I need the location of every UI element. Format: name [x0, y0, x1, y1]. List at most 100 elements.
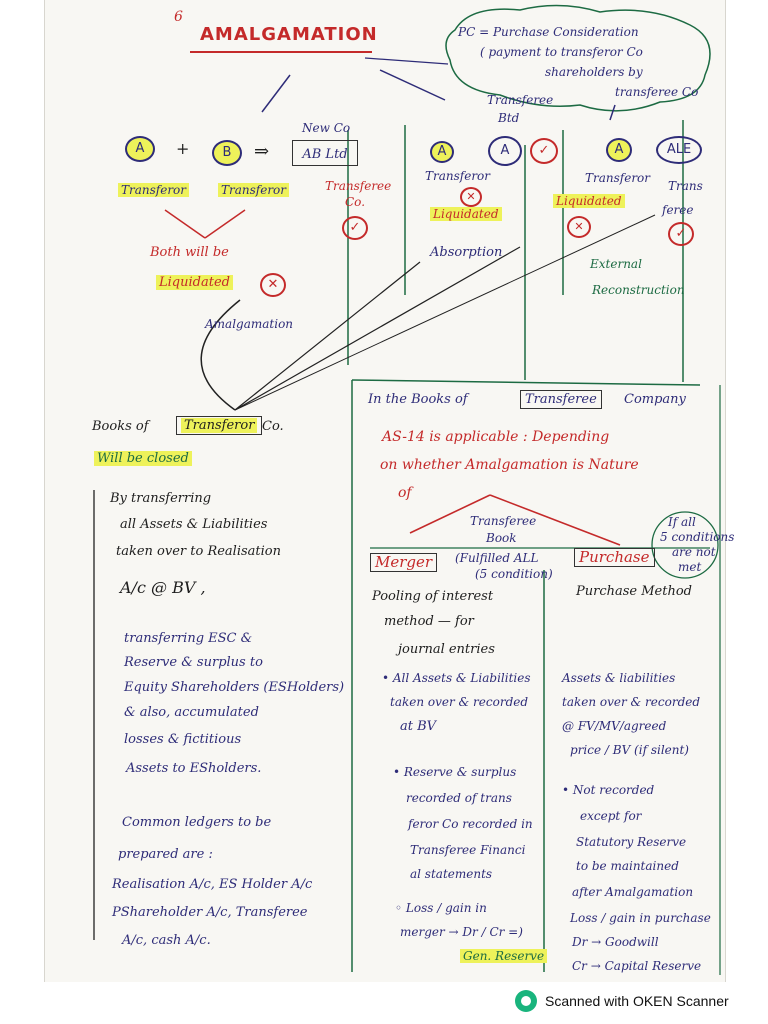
left-p2-line4: & also, accumulated [124, 705, 259, 720]
merger-point1-3: at BV [400, 719, 437, 734]
company-label: Company [624, 392, 686, 407]
fulfilled-1: (Fulfilled ALL [455, 551, 539, 565]
external-a-circle: A [606, 138, 632, 162]
notebook-page [44, 0, 726, 982]
merger-point3-1: ◦ Loss / gain in [395, 901, 487, 915]
left-p1-line2: all Assets & Liabilities [120, 517, 268, 532]
left-p2-line2: Reserve & surplus to [124, 655, 263, 670]
external-tick-icon: ✓ [668, 222, 694, 246]
absorption-cross-icon: ✕ [460, 187, 482, 207]
cloud-line-1: PC = Purchase Consideration [458, 25, 639, 39]
cloud-line-3: shareholders by [545, 65, 643, 79]
merger-point1-1: • All Assets & Liabilities [382, 671, 531, 685]
scanner-footer-text: Scanned with OKEN Scanner [545, 993, 729, 1009]
company-b-circle: B [212, 140, 242, 166]
external-transferee-1: Trans [668, 179, 703, 193]
amalgamation-label: Amalgamation [205, 317, 294, 331]
will-be-closed: Will be closed [94, 451, 192, 466]
ab-ltd-box: AB Ltd [292, 140, 358, 166]
left-p1-line3: taken over to Realisation [116, 544, 281, 559]
new-co-label: New Co [302, 121, 351, 135]
scanner-footer: Scanned with OKEN Scanner [515, 990, 729, 1012]
external-liquidated: Liquidated [553, 194, 625, 208]
absorption-transferor: Transferor [425, 169, 491, 183]
books-of-label: Books of [92, 419, 149, 434]
purchase-point3-1: Loss / gain in purchase [570, 911, 711, 925]
merger-point3-2: merger → Dr / Cr =) [400, 925, 523, 939]
merger-point2-3: feror Co recorded in [408, 817, 533, 831]
if-all-1: If all [668, 515, 696, 529]
left-p2-line3: Equity Shareholders (ESHolders) [124, 680, 345, 695]
scanner-logo-icon [515, 990, 537, 1012]
as14-line3: of [398, 485, 412, 501]
purchase-point3-2: Dr → Goodwill [572, 935, 659, 949]
merger-point2-2: recorded of trans [406, 791, 512, 805]
left-p3-line3: Realisation A/c, ES Holder A/c [112, 877, 313, 892]
purchase-point1-4: price / BV (if silent) [570, 743, 689, 757]
if-all-4: met [678, 560, 702, 574]
merger-box: Merger [370, 553, 438, 572]
purchase-point1-2: taken over & recorded [562, 695, 701, 709]
absorption-tick-icon: ✓ [530, 138, 558, 164]
transferee-books-label: In the Books of [368, 392, 468, 407]
cloud-line-4: transferee Co [615, 85, 699, 99]
transferee-btd-2: Btd [498, 111, 520, 125]
left-p3-line2: prepared are : [118, 847, 213, 862]
left-p2-line1: transferring ESC & [124, 631, 253, 646]
purchase-point1-3: @ FV/MV/agreed [562, 719, 667, 733]
transferee-btd-1: Transferee [487, 93, 554, 107]
purchase-method: Purchase Method [576, 584, 692, 599]
transferee-co-2: Co. [345, 195, 366, 209]
fulfilled-2: (5 condition) [475, 567, 553, 581]
external-label-2: Reconstruction [592, 283, 685, 297]
both-liquidated-1: Both will be [150, 245, 229, 260]
merger-point1-2: taken over & recorded [390, 695, 529, 709]
transferor-label-2: Transferor [218, 183, 290, 197]
transferee-book-2: Book [486, 531, 517, 545]
tick-mark-icon: ✓ [342, 216, 368, 240]
merger-point2-4: Transferee Financi [410, 843, 526, 857]
if-all-2: 5 conditions [660, 530, 735, 544]
absorption-a2-circle: A [488, 136, 522, 166]
left-p2-line5: losses & fictitious [124, 732, 242, 747]
plus-sign: + [176, 139, 190, 158]
merger-point2-1: • Reserve & surplus [393, 765, 517, 779]
transferor-label-1: Transferor [118, 183, 190, 197]
if-all-3: are not [672, 545, 716, 559]
transferee-co-1: Transferee [325, 179, 392, 193]
external-cross-icon: ✕ [567, 216, 591, 238]
company-a-circle: A [125, 136, 155, 162]
gen-reserve: Gen. Reserve [460, 949, 548, 963]
transferor-box: Transferor [176, 416, 263, 435]
cloud-line-2: ( payment to transferor Co [480, 45, 643, 59]
page-title: AMALGAMATION [200, 24, 378, 45]
as14-line1: AS-14 is applicable : Depending [382, 429, 610, 445]
external-transferor: Transferor [585, 171, 651, 185]
purchase-point2-2: except for [580, 809, 642, 823]
implies-arrow: ⇒ [254, 141, 270, 162]
cross-mark-icon: ✕ [260, 273, 286, 297]
left-p3-line5: A/c, cash A/c. [122, 933, 211, 948]
pooling-3: journal entries [398, 642, 495, 657]
external-transferee-2: feree [662, 203, 694, 217]
absorption-liquidated: Liquidated [430, 207, 502, 221]
purchase-point1-1: Assets & liabilities [562, 671, 676, 685]
absorption-label: Absorption [430, 245, 503, 260]
purchase-point3-3: Cr → Capital Reserve [572, 959, 702, 973]
purchase-point2-4: to be maintained [576, 859, 679, 873]
left-p3-line1: Common ledgers to be [122, 815, 272, 830]
external-label-1: External [590, 257, 642, 271]
purchase-point2-1: • Not recorded [562, 783, 655, 797]
left-p1-line1: By transferring [110, 491, 212, 506]
transferee-box: Transferee [520, 390, 602, 409]
left-p1-line4: A/c @ BV , [120, 578, 206, 597]
purchase-point2-3: Statutory Reserve [576, 835, 687, 849]
purchase-point2-5: after Amalgamation [572, 885, 694, 899]
pooling-2: method — for [384, 614, 474, 629]
section-number: 6 [174, 9, 183, 25]
pooling-1: Pooling of interest [372, 589, 494, 604]
co-label: Co. [262, 419, 284, 434]
as14-line2: on whether Amalgamation is Nature [380, 457, 639, 473]
merger-point2-5: al statements [410, 867, 493, 881]
ab-ltd-label: AB Ltd [302, 147, 348, 162]
